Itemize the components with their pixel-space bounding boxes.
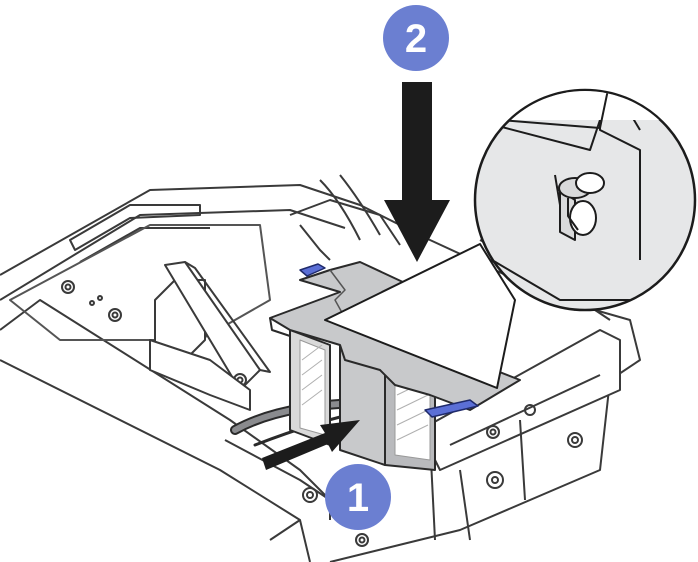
step-2-callout: 2 xyxy=(383,5,449,71)
step-2-label: 2 xyxy=(405,17,427,61)
step-1-callout: 1 xyxy=(325,464,391,530)
push-arrow xyxy=(262,420,360,470)
press-down-arrow xyxy=(384,82,450,262)
zoom-callout xyxy=(324,88,697,389)
step-1-label: 1 xyxy=(347,476,369,520)
server-chassis xyxy=(0,174,641,562)
